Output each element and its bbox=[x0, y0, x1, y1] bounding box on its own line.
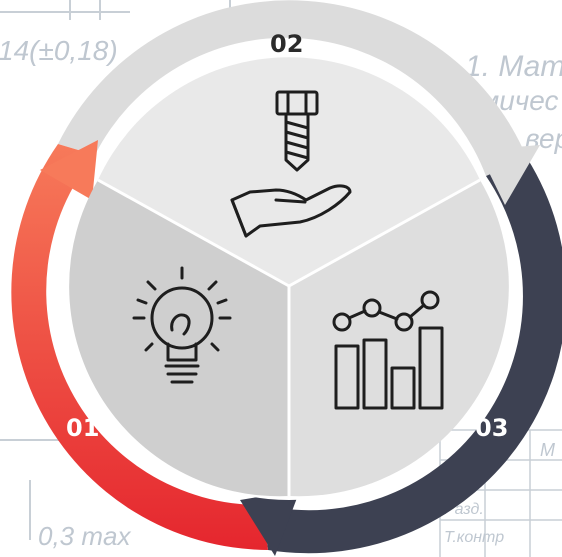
ring-arrow-dark bbox=[240, 490, 300, 556]
inner-sector-left bbox=[69, 180, 289, 497]
screw-hand-icon bbox=[230, 90, 352, 238]
inner-sector-top bbox=[98, 57, 480, 286]
segment-label-03: 03 bbox=[475, 414, 508, 442]
ring-segment-dark bbox=[262, 158, 562, 554]
inner-sector-right bbox=[289, 180, 509, 497]
ring-segment-gray bbox=[58, 0, 527, 176]
bg-table-cell1: Т.контр bbox=[444, 529, 504, 546]
bg-note-line1: 1. Мате bbox=[465, 50, 562, 83]
ring-arrow-gray bbox=[478, 145, 540, 205]
bg-max-label: 0,3 max bbox=[38, 521, 131, 551]
ring-arrow-red bbox=[40, 140, 98, 200]
bg-table-cell3: М bbox=[540, 440, 555, 460]
bg-tolerance-text: 14(±0,18) bbox=[0, 35, 118, 66]
inner-disc bbox=[69, 57, 509, 500]
lightbulb-icon bbox=[132, 266, 232, 384]
outer-ring bbox=[11, 0, 562, 556]
segment-label-02: 02 bbox=[270, 30, 303, 58]
segment-label-01: 01 bbox=[66, 414, 99, 442]
ring-segment-red bbox=[11, 144, 269, 550]
bar-chart-trend-icon bbox=[332, 290, 444, 410]
